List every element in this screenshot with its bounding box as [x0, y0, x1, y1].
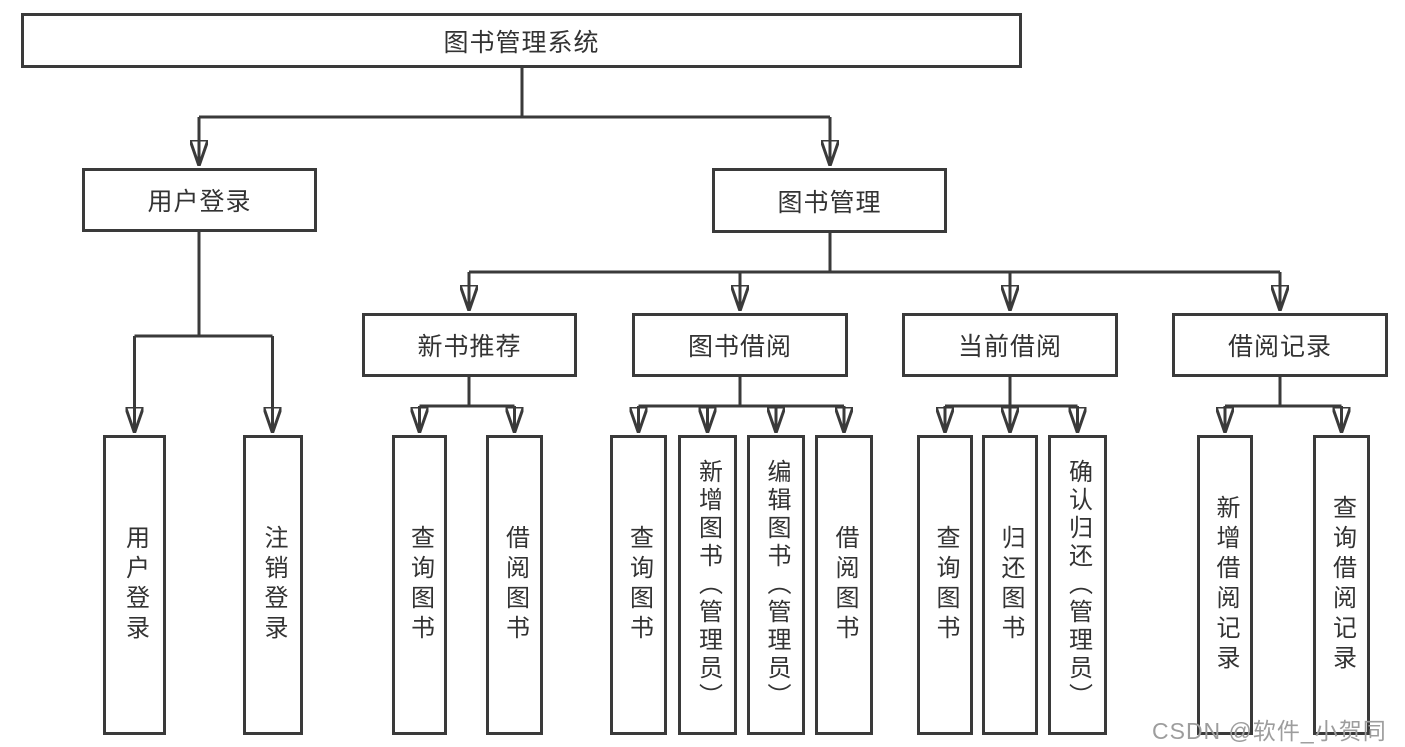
- node-library-system: 图书管理系统: [21, 13, 1022, 68]
- watermark: CSDN @软件_小贺同学: [1152, 718, 1387, 744]
- node-leaf-edit-book-admin: 编辑图书（管理员）: [747, 435, 805, 735]
- node-borrow-records: 借阅记录: [1172, 313, 1388, 377]
- node-book-borrow: 图书借阅: [632, 313, 848, 377]
- node-new-book-recommend: 新书推荐: [362, 313, 577, 377]
- node-user-login: 用户登录: [82, 168, 317, 232]
- connector-borrow-records: [1225, 377, 1342, 433]
- connector-current-borrow: [945, 377, 1078, 433]
- node-leaf-user-login: 用户登录: [103, 435, 166, 735]
- node-leaf-add-borrow-record: 新增借阅记录: [1197, 435, 1253, 735]
- node-leaf-query-borrow-record: 查询借阅记录: [1313, 435, 1370, 735]
- connector-user-login: [135, 232, 273, 433]
- node-leaf-add-book-admin: 新增图书（管理员）: [678, 435, 737, 735]
- node-book-management: 图书管理: [712, 168, 947, 233]
- node-leaf-borrow-book: 借阅图书: [815, 435, 873, 735]
- node-leaf-query-book-current: 查询图书: [917, 435, 973, 735]
- node-leaf-query-book-borrow: 查询图书: [610, 435, 667, 735]
- connector-book-mgmt: [469, 233, 1280, 311]
- connector-book-borrow: [639, 377, 845, 433]
- node-leaf-query-book-recommend: 查询图书: [392, 435, 447, 735]
- connector-new-book: [420, 377, 515, 433]
- node-leaf-confirm-return-admin: 确认归还（管理员）: [1048, 435, 1107, 735]
- connector-root: [199, 68, 830, 166]
- node-leaf-borrow-book-recommend: 借阅图书: [486, 435, 543, 735]
- node-current-borrow: 当前借阅: [902, 313, 1118, 377]
- node-leaf-return-book: 归还图书: [982, 435, 1038, 735]
- node-leaf-logout: 注销登录: [243, 435, 303, 735]
